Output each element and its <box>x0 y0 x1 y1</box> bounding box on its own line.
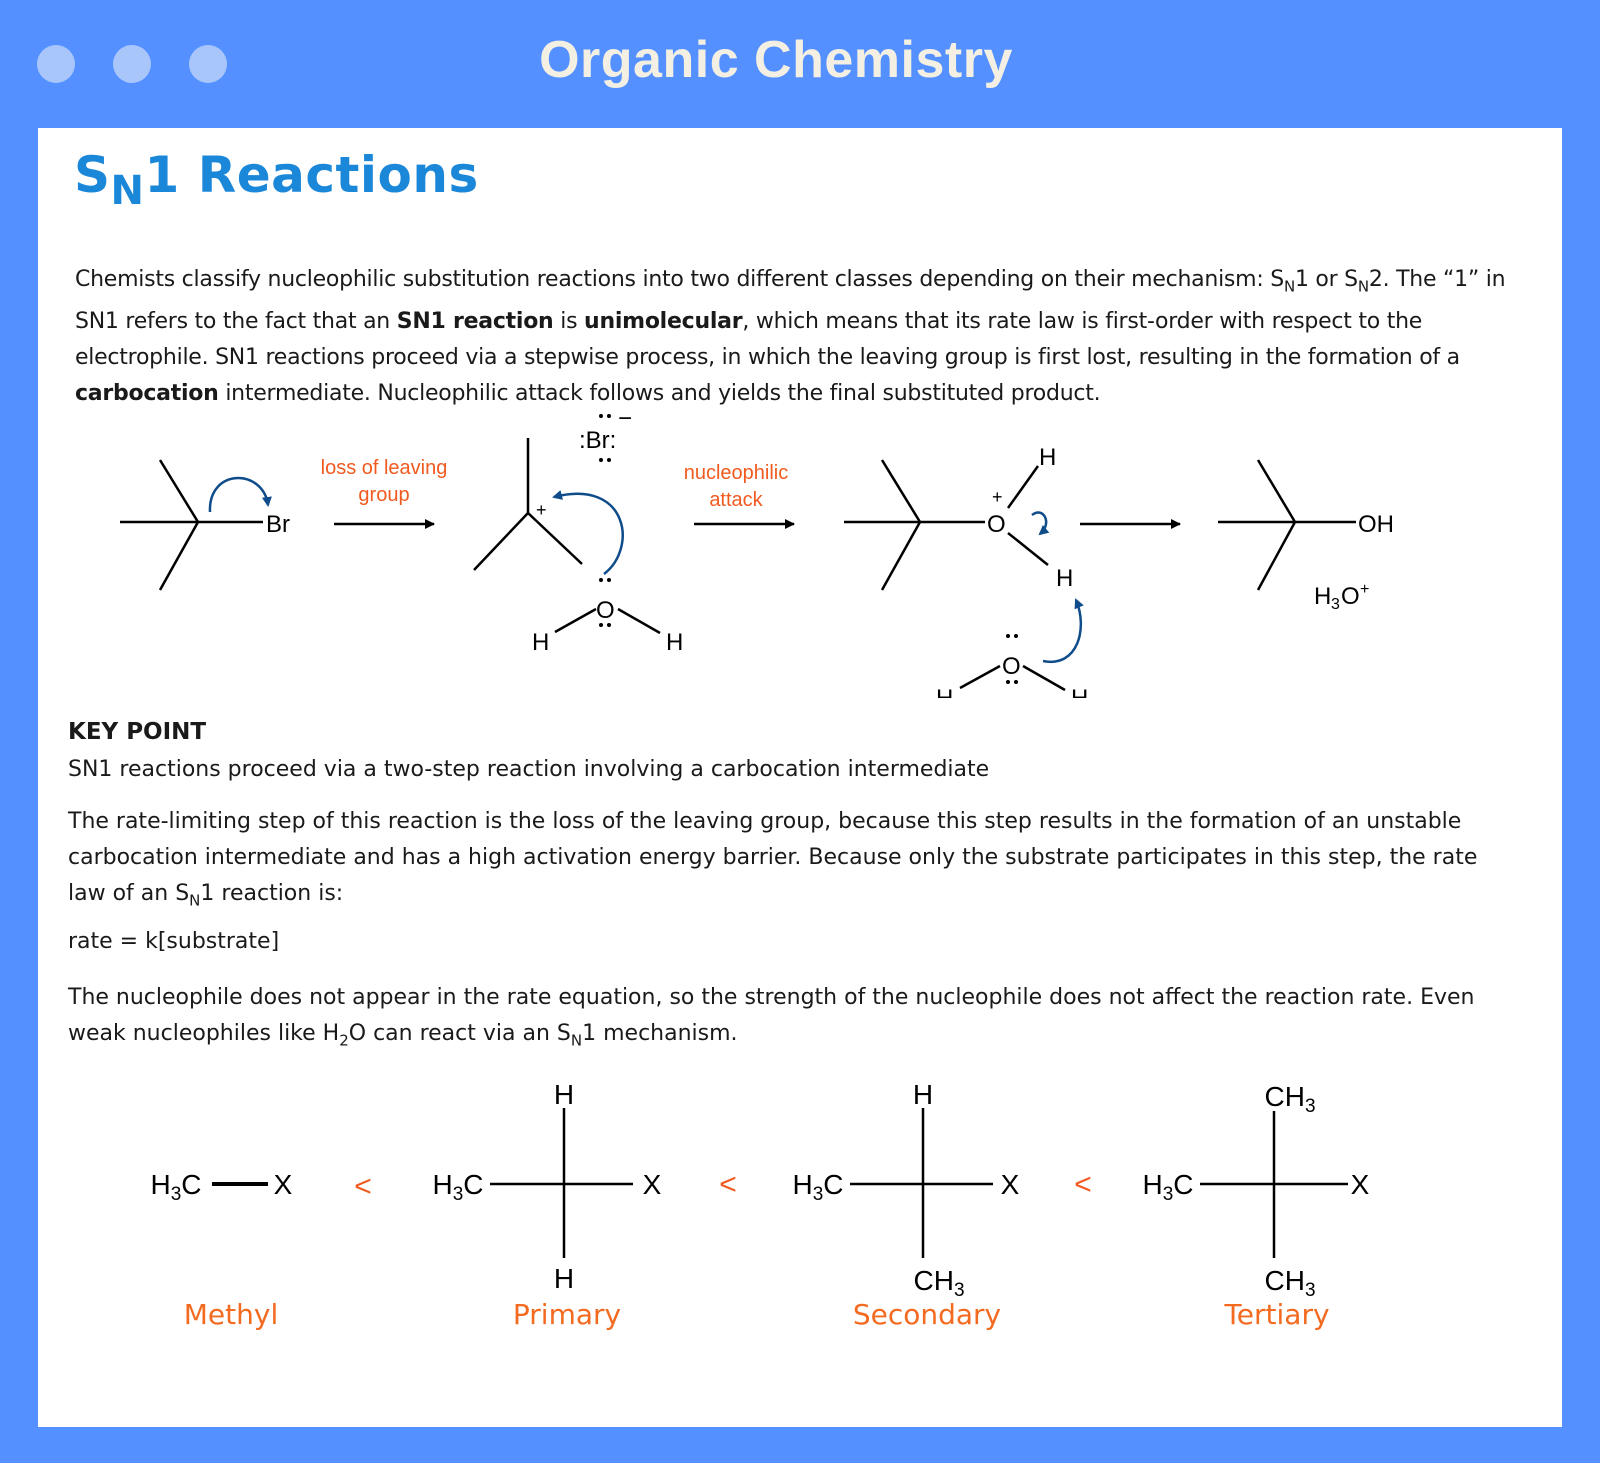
oxonium-h-bottom: H <box>1056 565 1073 592</box>
heading-rest: 1 Reactions <box>144 146 479 204</box>
rate-law: rate = k[substrate] <box>68 929 280 954</box>
intro-text-2: 1 or S <box>1294 267 1358 292</box>
less-than-3: < <box>1074 1168 1092 1201</box>
key-point-title: KEY POINT <box>68 719 207 745</box>
hydronium-charge: + <box>1360 581 1369 598</box>
mechanism-diagram: Br :Br: − + O H H O + H H O H H OH H 3 O… <box>120 408 1394 698</box>
water-1-h-right: H <box>666 629 683 656</box>
primary-top-h: H <box>554 1079 574 1110</box>
label-tertiary: Tertiary <box>1224 1298 1330 1331</box>
nuc-text-1: The nucleophile does not appear in the r… <box>68 985 1475 1046</box>
intro-paragraph: Chemists classify nucleophilic substitut… <box>75 262 1525 412</box>
label-methyl: Methyl <box>183 1298 279 1331</box>
intro-text-3: 2. The “1” in SN1 refers to the fact tha… <box>75 267 1506 335</box>
tertiary-top-ch3: CH3 <box>1264 1081 1315 1117</box>
step-2-label-line-2: attack <box>709 489 763 511</box>
intro-text-4: is <box>553 309 585 335</box>
intro-text-6: intermediate. Nucleophilic attack follow… <box>218 381 1101 407</box>
bond <box>527 512 583 565</box>
intro-sub-2: N <box>1357 277 1369 296</box>
window-control-maximize[interactable] <box>189 45 227 83</box>
bond <box>473 512 529 571</box>
step-2-label-line-1: nucleophilic <box>684 462 789 484</box>
bond <box>158 459 200 523</box>
methyl-x: X <box>274 1169 293 1200</box>
window-control-close[interactable] <box>37 45 75 83</box>
tertiary-bottom-ch3: CH3 <box>1264 1265 1315 1301</box>
nucleophile-paragraph: The nucleophile does not appear in the r… <box>68 980 1518 1058</box>
hydronium-h: H <box>1314 583 1331 610</box>
bond <box>1022 664 1066 692</box>
label-secondary: Secondary <box>852 1298 1002 1331</box>
rate-paragraph-sub: N <box>189 891 201 910</box>
atom-br: Br <box>266 511 290 538</box>
water-1-oxygen: O <box>596 597 615 624</box>
product-hydroxyl: OH <box>1358 511 1394 538</box>
methyl-h3c: H3C <box>150 1169 201 1205</box>
water-1-h-left: H <box>532 629 549 656</box>
oxonium-charge: + <box>992 487 1003 507</box>
window-title: Organic Chemistry <box>539 31 1013 89</box>
water-2-h-left: H <box>936 685 953 698</box>
primary-x: X <box>643 1169 662 1200</box>
bond <box>880 459 922 523</box>
nuc-sub-2: N <box>570 1031 583 1050</box>
bond <box>617 607 661 635</box>
secondary-top-h: H <box>913 1079 933 1110</box>
nuc-text-2: O can react via an S <box>348 1021 571 1046</box>
electron-arrow-3 <box>1031 511 1050 536</box>
page-heading: SN1 Reactions <box>74 146 479 214</box>
water-2-h-right: H <box>1071 685 1088 698</box>
content-panel: SN1 Reactions Chemists classify nucleoph… <box>38 128 1562 1427</box>
heading-s: S <box>74 146 111 204</box>
step-1-label-line-1: loss of leaving <box>321 457 448 479</box>
hydronium-3: 3 <box>1331 596 1340 613</box>
intro-bold-carbocation: carbocation <box>75 381 219 407</box>
intro-sub-1: N <box>1283 277 1295 296</box>
key-point-text: SN1 reactions proceed via a two-step rea… <box>68 757 990 782</box>
intro-text-1: Chemists classify nucleophilic substitut… <box>75 267 1284 292</box>
intro-text-5: , which means that its rate law is first… <box>75 309 1460 371</box>
water-2-oxygen: O <box>1002 653 1021 680</box>
nuc-text-3: 1 mechanism. <box>582 1021 738 1046</box>
oxonium-h-top: H <box>1039 444 1056 471</box>
bromide-charge: − <box>618 408 632 432</box>
bromide-ion: :Br: <box>579 427 616 454</box>
hydronium-o: O <box>1341 583 1360 610</box>
electron-arrow-4 <box>1042 598 1084 664</box>
secondary-x: X <box>1001 1169 1020 1200</box>
primary-bottom-h: H <box>554 1263 574 1294</box>
step-1-label-line-2: group <box>358 484 409 506</box>
window-control-minimize[interactable] <box>113 45 151 83</box>
electron-arrow-2 <box>552 490 624 575</box>
electron-arrow-1 <box>208 476 272 513</box>
oxonium-oxygen: O <box>987 511 1006 538</box>
rate-paragraph-text: The rate-limiting step of this reaction … <box>68 809 1478 906</box>
rate-paragraph-tail: 1 reaction is: <box>200 881 344 906</box>
bond <box>158 521 200 591</box>
less-than-2: < <box>719 1168 737 1201</box>
bond <box>959 664 1001 690</box>
carbocation-charge: + <box>536 500 547 520</box>
nuc-sub-1: 2 <box>339 1031 349 1050</box>
bond <box>1006 465 1040 509</box>
tertiary-h3c: H3C <box>1142 1169 1193 1205</box>
bond <box>880 521 922 591</box>
intro-bold-unimolecular: unimolecular <box>584 309 743 335</box>
bond <box>554 607 597 634</box>
bond <box>1256 459 1297 523</box>
heading-subscript: N <box>110 168 145 214</box>
bond <box>1007 532 1049 566</box>
primary-h3c: H3C <box>432 1169 483 1205</box>
secondary-h3c: H3C <box>792 1169 843 1205</box>
intro-bold-sn1: SN1 reaction <box>396 309 554 335</box>
bond <box>1256 521 1297 591</box>
tertiary-x: X <box>1351 1169 1370 1200</box>
rate-paragraph: The rate-limiting step of this reaction … <box>68 804 1518 918</box>
reactivity-series: H3C X H3C X H H H3C X H CH3 H3C X CH3 CH… <box>150 1079 1370 1301</box>
title-bar: Organic Chemistry <box>0 0 1600 128</box>
secondary-bottom-ch3: CH3 <box>913 1265 964 1301</box>
less-than-1: < <box>354 1170 372 1203</box>
label-primary: Primary <box>512 1298 622 1331</box>
